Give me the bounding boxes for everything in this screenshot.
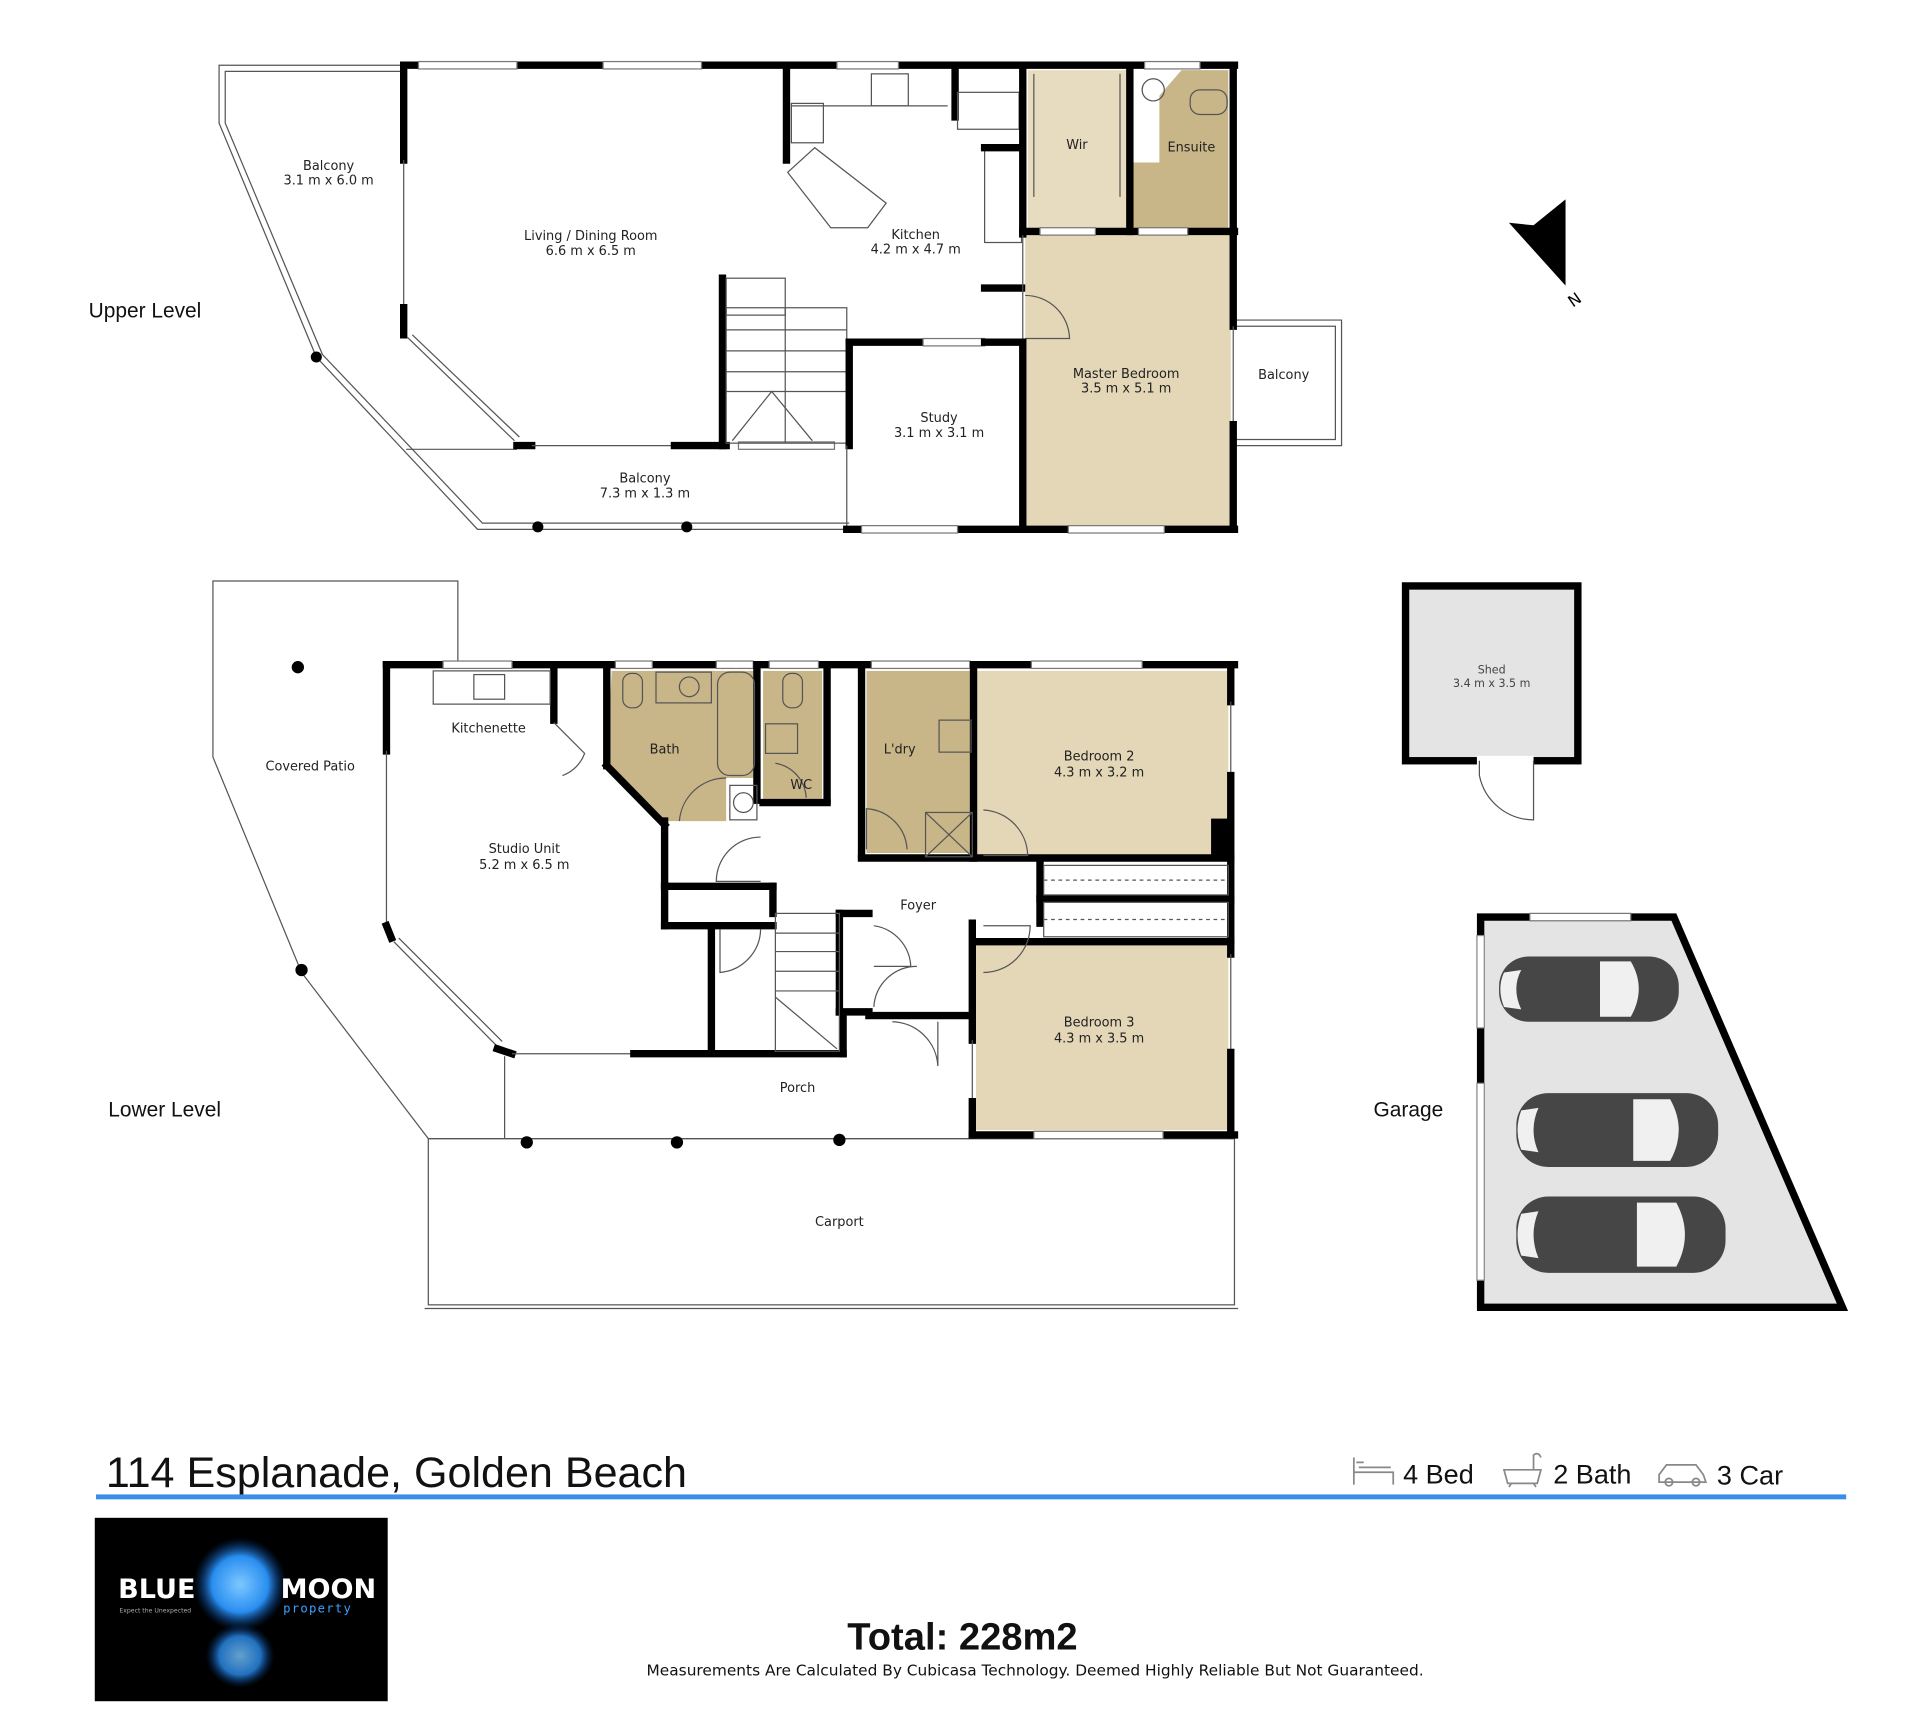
hot-water-unit — [729, 784, 758, 821]
car-icon — [1516, 1093, 1719, 1167]
master-bedroom-floor — [1025, 233, 1231, 530]
vanity — [655, 671, 712, 704]
bath-count: 2 Bath — [1553, 1458, 1631, 1489]
room-name: Living / Dining Room — [524, 229, 657, 244]
garage-plan: Garage — [1374, 912, 1849, 1312]
car-count: 3 Car — [1717, 1460, 1783, 1491]
kitchen-island — [786, 146, 888, 229]
accent-divider — [96, 1494, 1847, 1500]
kitchen-sink — [870, 73, 909, 107]
bedroom2-floor — [976, 670, 1229, 858]
car-icon — [1516, 1196, 1726, 1273]
room-dims: 5.2 m x 6.5 m — [479, 858, 569, 873]
logo-word-moon: MOON — [281, 1574, 377, 1605]
logo-tagline: Expect the Unexpected — [119, 1608, 191, 1615]
compass-label: N — [1564, 289, 1585, 311]
lower-level-label: Lower Level — [108, 1099, 221, 1122]
room-name: Studio Unit — [489, 842, 560, 857]
shower — [924, 811, 973, 858]
car-stat-icon — [1658, 1464, 1708, 1487]
room-dims: 3.5 m x 5.1 m — [1081, 382, 1171, 397]
room-name: Carport — [815, 1215, 864, 1230]
laundry-tub — [938, 719, 972, 753]
lower-level-plan: Covered Patio Kitchenette Bath WC L'dry … — [108, 580, 1239, 1310]
room-dims: 3.4 m x 3.5 m — [1453, 677, 1530, 690]
room-name: Ensuite — [1167, 140, 1215, 155]
room-name: Foyer — [900, 899, 936, 914]
wir-floor — [1027, 70, 1129, 231]
staircase-upper — [725, 277, 848, 444]
balcony-west-outline — [218, 64, 850, 530]
blue-moon-logo: BLUE MOON property Expect the Unexpected — [94, 1517, 388, 1702]
room-dims: 7.3 m x 1.3 m — [600, 486, 690, 501]
room-name: Study — [920, 411, 958, 426]
balcony-east-outline — [1234, 319, 1343, 447]
upper-level-label: Upper Level — [89, 300, 202, 323]
upper-level-plan: Balcony 3.1 m x 6.0 m Living / Dining Ro… — [89, 60, 1343, 534]
kitchenette-bench — [432, 670, 551, 705]
bed-count: 4 Bed — [1403, 1458, 1474, 1489]
toilet — [782, 672, 804, 709]
room-name: Porch — [780, 1081, 816, 1096]
room-name: Bedroom 3 — [1064, 1016, 1135, 1031]
car-icon — [1499, 956, 1679, 1022]
bedroom3-floor — [976, 941, 1229, 1131]
property-address: 114 Esplanade, Golden Beach — [106, 1449, 687, 1497]
room-dims: 3.1 m x 3.1 m — [894, 426, 984, 441]
room-dims: 4.2 m x 4.7 m — [871, 243, 961, 258]
wc-basin — [764, 723, 799, 754]
room-name: Covered Patio — [265, 760, 354, 775]
room-dims: 4.3 m x 3.5 m — [1054, 1032, 1144, 1047]
room-name: Master Bedroom — [1073, 367, 1180, 382]
cooktop — [790, 102, 825, 144]
room-name: WC — [790, 778, 812, 793]
wc-floor — [763, 670, 823, 801]
room-name: Bath — [650, 742, 680, 757]
covered-patio-outline — [212, 580, 459, 1140]
room-name: Shed — [1478, 663, 1506, 676]
bath-floor — [606, 670, 754, 822]
room-name: Balcony — [303, 159, 355, 174]
total-area: Total: 228m2 — [847, 1616, 1077, 1659]
disclaimer: Measurements Are Calculated By Cubicasa … — [647, 1661, 1424, 1679]
bath-icon — [1502, 1452, 1543, 1488]
north-arrow-icon: N — [1508, 199, 1585, 311]
bed-icon — [1352, 1457, 1395, 1485]
room-dims: 3.1 m x 6.0 m — [283, 174, 373, 189]
room-name: Kitchen — [891, 228, 940, 243]
toilet — [622, 672, 644, 709]
room-name: Bedroom 2 — [1064, 750, 1135, 765]
laundry-floor — [866, 670, 973, 854]
staircase-lower — [774, 912, 841, 1052]
logo-word-blue: BLUE — [118, 1574, 195, 1605]
room-name: L'dry — [884, 742, 916, 757]
carport-outline — [427, 1138, 1236, 1306]
room-name: Wir — [1066, 138, 1088, 153]
bathtub — [716, 671, 756, 777]
garage-label: Garage — [1374, 1099, 1444, 1122]
shed-plan: Shed 3.4 m x 3.5 m — [1401, 582, 1582, 821]
room-name: Kitchenette — [451, 721, 526, 736]
logo-subtitle: property — [283, 1602, 352, 1616]
room-dims: 4.3 m x 3.2 m — [1054, 766, 1144, 781]
room-name: Balcony — [1258, 368, 1310, 383]
room-name: Balcony — [619, 472, 671, 487]
room-dims: 6.6 m x 6.5 m — [546, 244, 636, 259]
